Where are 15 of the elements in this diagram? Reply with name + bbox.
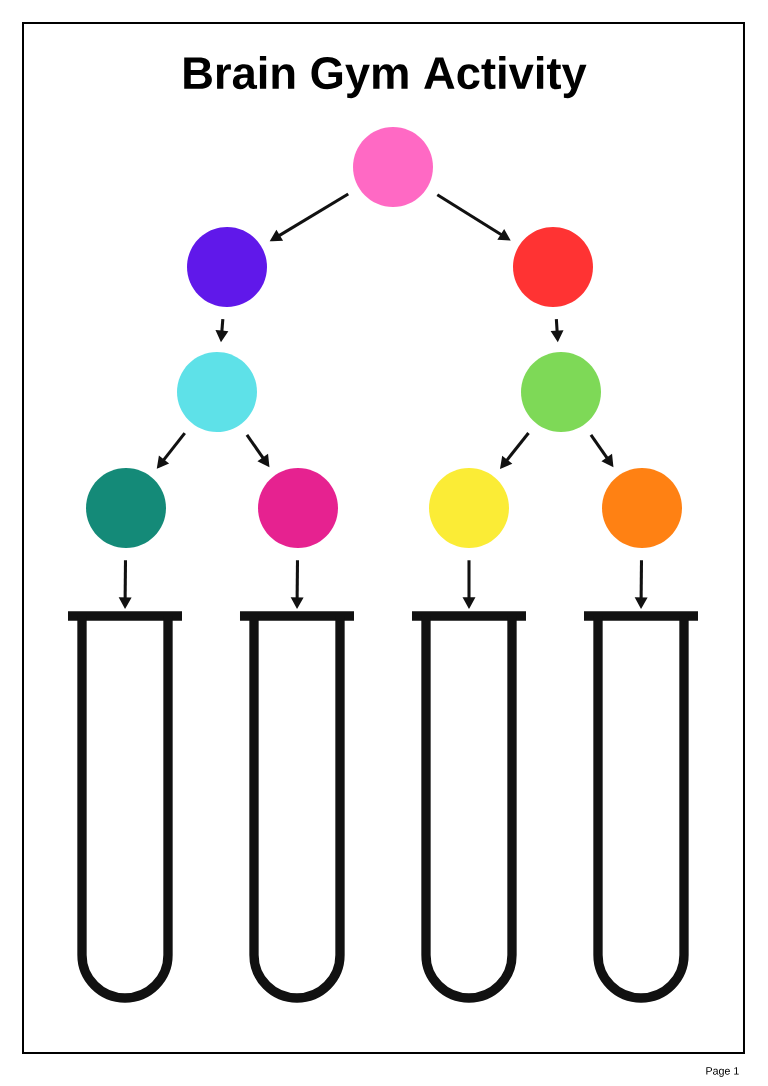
circle bbox=[353, 127, 433, 207]
test-tube-drawing bbox=[68, 611, 182, 1003]
circle bbox=[521, 352, 601, 432]
circle bbox=[187, 227, 267, 307]
circle bbox=[429, 468, 509, 548]
circle bbox=[86, 468, 166, 548]
test-tube-drawing bbox=[584, 611, 698, 1003]
test-tube-drawing bbox=[412, 611, 526, 1003]
title: Brain Gym Activity bbox=[184, 55, 587, 99]
page-number: Page 1 bbox=[706, 1067, 739, 1077]
test-tube-drawing bbox=[240, 611, 354, 1003]
circle bbox=[258, 468, 338, 548]
circle bbox=[513, 227, 593, 307]
circle bbox=[177, 352, 257, 432]
circle bbox=[602, 468, 682, 548]
